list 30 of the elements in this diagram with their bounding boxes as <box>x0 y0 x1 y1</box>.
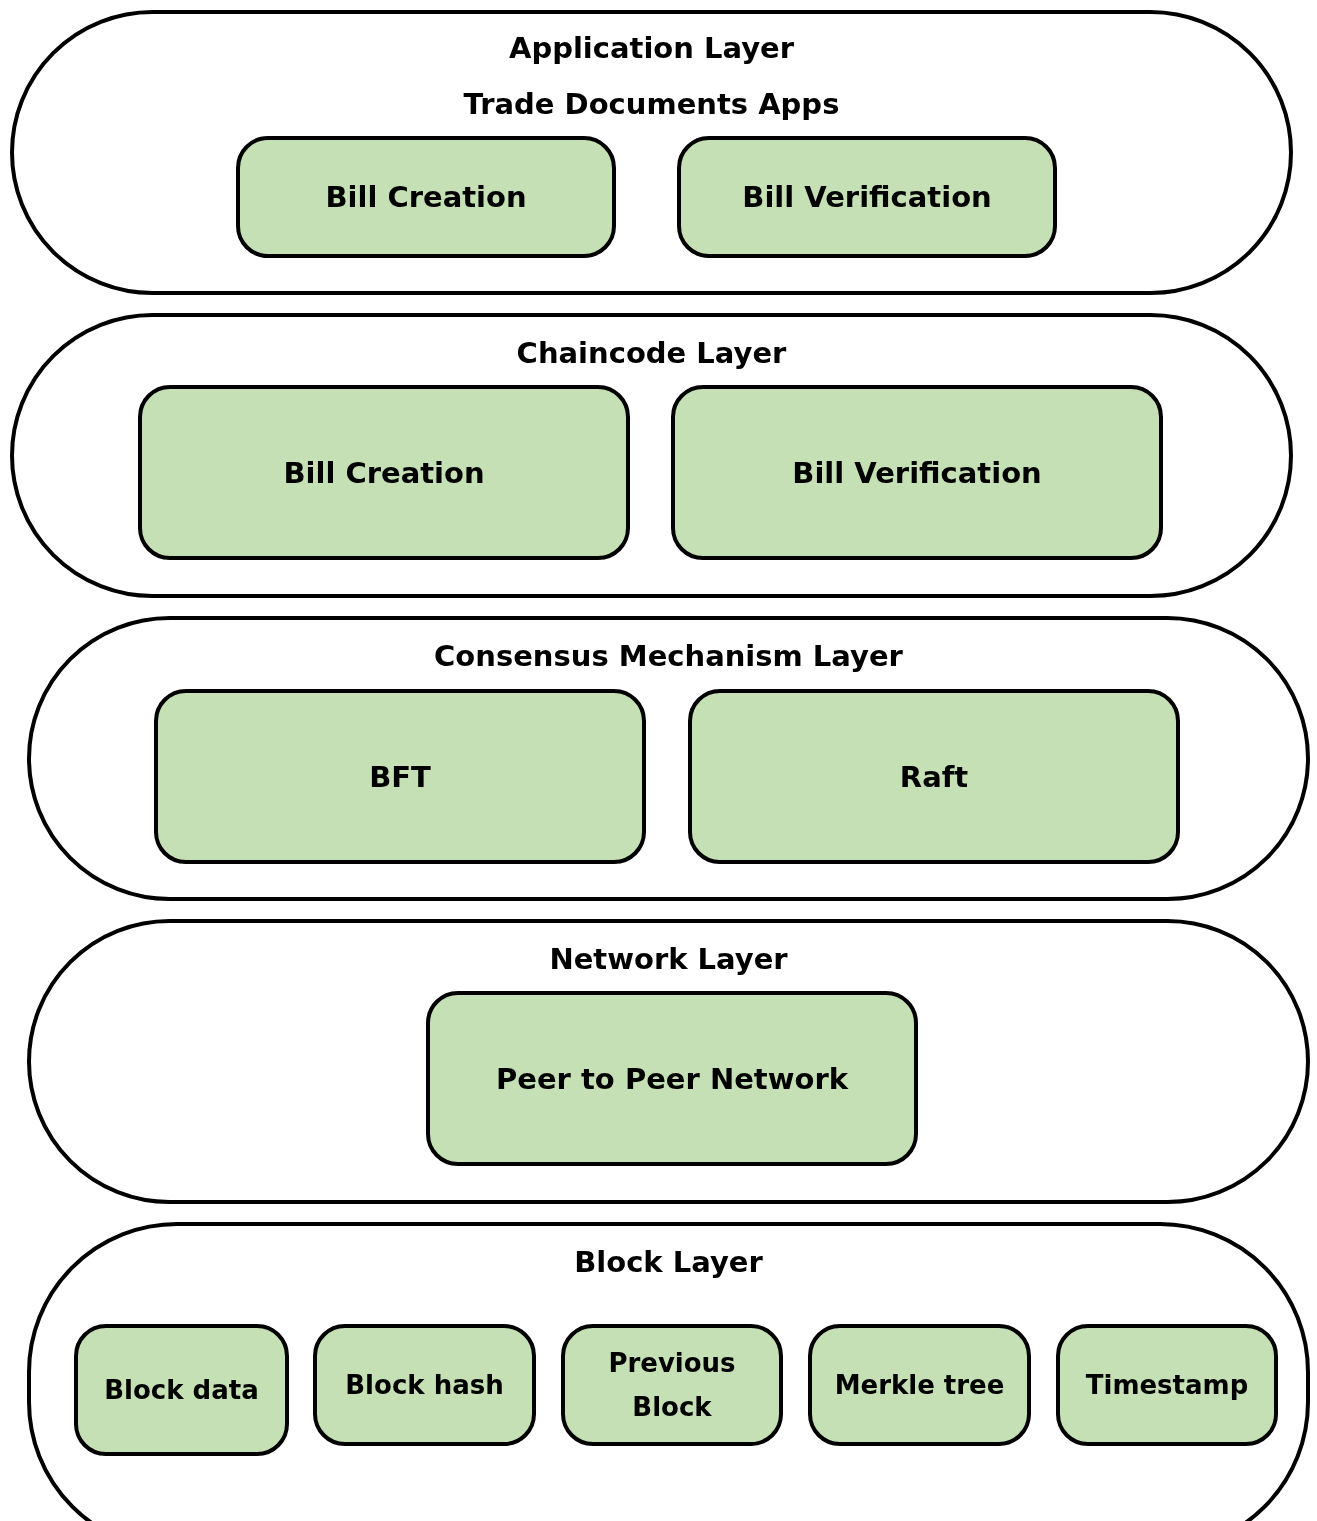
component-box <box>74 1324 289 1456</box>
component-box <box>677 136 1057 258</box>
box-label: Merkle tree <box>833 1369 1006 1402</box>
box-label: Bill Verification <box>791 454 1043 492</box>
box-label: Block data <box>103 1374 260 1407</box>
component-box <box>426 991 918 1166</box>
layer-subtitle: Trade Documents Apps <box>463 86 840 122</box>
layer-title: Network Layer <box>549 941 788 977</box>
layer-title: Block Layer <box>574 1244 763 1280</box>
component-box <box>808 1324 1031 1446</box>
component-box <box>688 689 1180 864</box>
component-box <box>236 136 616 258</box>
box-label: Bill Creation <box>324 179 528 216</box>
layer-title: Consensus Mechanism Layer <box>434 638 903 674</box>
box-label: Raft <box>898 758 970 796</box>
box-label: BFT <box>368 758 432 796</box>
component-box <box>138 385 630 560</box>
box-label: Bill Creation <box>282 454 486 492</box>
box-label: Previous Block <box>607 1347 737 1424</box>
layer-title: Application Layer <box>508 30 795 66</box>
component-box <box>154 689 646 864</box>
box-label: Bill Verification <box>741 179 993 216</box>
component-box <box>313 1324 536 1446</box>
component-box <box>1056 1324 1278 1446</box>
component-box <box>671 385 1163 560</box>
box-label: Block hash <box>344 1369 505 1402</box>
box-label: Timestamp <box>1084 1369 1250 1402</box>
component-box <box>561 1324 783 1446</box>
layer-title: Chaincode Layer <box>516 335 787 371</box>
box-label: Peer to Peer Network <box>495 1060 850 1098</box>
